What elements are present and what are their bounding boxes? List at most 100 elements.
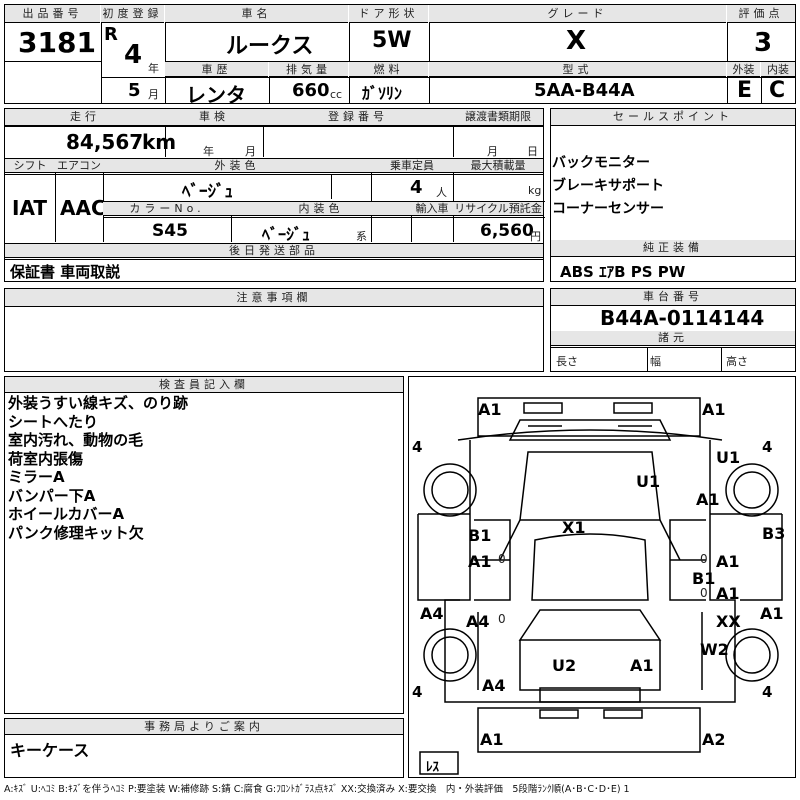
int-color: ﾍﾞｰｼﾞｭ: [262, 225, 311, 244]
score-label: 評価点: [727, 5, 795, 23]
damage-mark: U1: [716, 448, 741, 467]
transfer-label: 譲渡書類期限: [453, 109, 543, 126]
sales-points-list: バックモニター ブレーキサポート コーナーセンサー: [552, 152, 664, 221]
ext-color: ﾍﾞｰｼﾞｭ: [182, 182, 233, 202]
sales-label: セールスポイント: [551, 109, 795, 126]
inspector-note: ホイールカバーA: [8, 505, 125, 523]
sales-point: コーナーセンサー: [552, 201, 664, 217]
transfer-day-unit: 日: [527, 145, 538, 158]
later-label: 後日発送部品: [5, 243, 543, 258]
damage-mark: A1: [716, 552, 740, 571]
damage-mark: A2: [702, 730, 726, 749]
damage-mark: A1: [630, 656, 654, 675]
car-name-label: 車名: [165, 5, 348, 23]
transfer-month-unit: 月: [487, 145, 498, 158]
fuel-label: 燃料: [349, 61, 428, 77]
ac: AAC: [60, 196, 106, 220]
damage-mark: A4: [466, 612, 490, 631]
inspector-note: パンク修理キット欠: [8, 523, 144, 542]
color-no-label: カラーNo.: [103, 201, 231, 216]
mileage-label: 走行: [5, 109, 165, 126]
overall-score: 3: [754, 28, 773, 58]
model-code: 5AA-B44A: [534, 80, 635, 101]
car-name: ルークス: [226, 34, 314, 59]
recycle-unit: 円: [530, 230, 541, 243]
year-unit: 年: [148, 62, 159, 75]
damage-mark: A1: [760, 604, 784, 623]
grade: X: [566, 26, 587, 56]
insp-month-unit: 月: [245, 145, 256, 158]
int-color-label: 内装色: [231, 201, 411, 216]
color-no: S45: [152, 221, 188, 241]
damage-mark: B1: [692, 569, 716, 588]
int-label: 内装: [761, 61, 795, 77]
damage-mark: A1: [480, 730, 504, 749]
insp-year-unit: 年: [203, 145, 214, 158]
ext-grade: E: [737, 78, 753, 103]
damage-mark: A4: [420, 604, 444, 623]
recycle-fee: 6,560: [480, 221, 534, 241]
shift: IAT: [12, 196, 48, 220]
damage-mark: A1: [468, 552, 492, 571]
damage-mark: A1: [696, 490, 720, 509]
inspector-note: 外装うすい線キズ、のり跡: [8, 394, 189, 412]
inspector-note: 荷室内張傷: [8, 449, 84, 468]
tire-fl: 4: [412, 438, 423, 456]
recycle-label: リサイクル預託金: [453, 201, 543, 216]
chassis-label: 車台番号: [551, 289, 795, 306]
inspector-label: 検査員記入欄: [5, 377, 403, 393]
ext-color-label: 外装色: [103, 158, 371, 173]
height-label: 高さ: [726, 355, 748, 368]
zero-mark: 0: [498, 552, 506, 566]
inspector-note: シートへたり: [8, 412, 99, 431]
mileage: 84,567: [66, 130, 144, 154]
inspector-note: 室内汚れ、動物の毛: [8, 431, 144, 449]
damage-mark: U1: [636, 472, 661, 491]
tire-rr: 4: [762, 683, 773, 701]
reg-no-label: 登録番号: [263, 109, 453, 126]
damage-mark: XX: [716, 612, 741, 631]
damage-mark: B3: [762, 524, 786, 543]
chassis-number: B44A-0114144: [600, 306, 765, 330]
inspector-note: バンパー下A: [8, 486, 96, 505]
seats-label: 乗車定員: [371, 158, 453, 173]
door-type: 5W: [372, 28, 412, 53]
car-diagram-panel: [408, 376, 796, 778]
spare-tire: ﾚｽ: [426, 760, 439, 775]
reg-month: 5: [128, 80, 141, 101]
lot-label: 出品番号: [5, 5, 100, 23]
load-label: 最大積載量: [453, 158, 543, 173]
mileage-unit: km: [142, 130, 177, 154]
inspector-note: ミラーA: [8, 468, 65, 486]
equipment-label: 純正装備: [551, 240, 795, 257]
specs-label: 諸元: [551, 331, 795, 346]
reg-year: 4: [124, 40, 143, 70]
damage-mark: A1: [478, 400, 502, 419]
damage-mark: A1: [702, 400, 726, 419]
car-history: レンタ: [186, 83, 246, 107]
damage-mark: A4: [482, 676, 506, 695]
ac-label: エアコン: [55, 158, 103, 173]
damage-mark: A1: [716, 584, 740, 603]
seats: 4: [410, 177, 423, 198]
office-label: 事務局よりご案内: [5, 719, 403, 735]
damage-mark: W2: [700, 640, 729, 659]
zero-mark: 0: [700, 552, 708, 566]
inspection-label: 車検: [165, 109, 263, 126]
history-label: 車歴: [165, 61, 268, 77]
model-label: 型式: [429, 61, 726, 77]
damage-mark: U2: [552, 656, 577, 675]
load-unit: kg: [528, 184, 542, 197]
displacement-unit: cc: [330, 88, 343, 101]
import-label: 輸入車: [411, 201, 453, 216]
office-note: キーケース: [10, 741, 90, 760]
equipment-value: ABS ｴｱB PS PW: [560, 263, 686, 281]
damage-mark: B1: [468, 526, 492, 545]
fuel-type: ｶﾞｿﾘﾝ: [362, 84, 403, 103]
first-reg-label: 初度登録: [101, 5, 164, 23]
ext-label: 外装: [727, 61, 760, 77]
damage-mark: X1: [562, 518, 586, 537]
inspector-notes: 外装うすい線キズ、のり跡 シートへたり 室内汚れ、動物の毛 荷室内張傷 ミラーA…: [8, 394, 188, 542]
legend-text: A:ｷｽﾞ U:ﾍｺﾐ B:ｷｽﾞを伴うﾍｺﾐ P:要塗装 W:補修跡 S:錆 …: [4, 784, 630, 795]
